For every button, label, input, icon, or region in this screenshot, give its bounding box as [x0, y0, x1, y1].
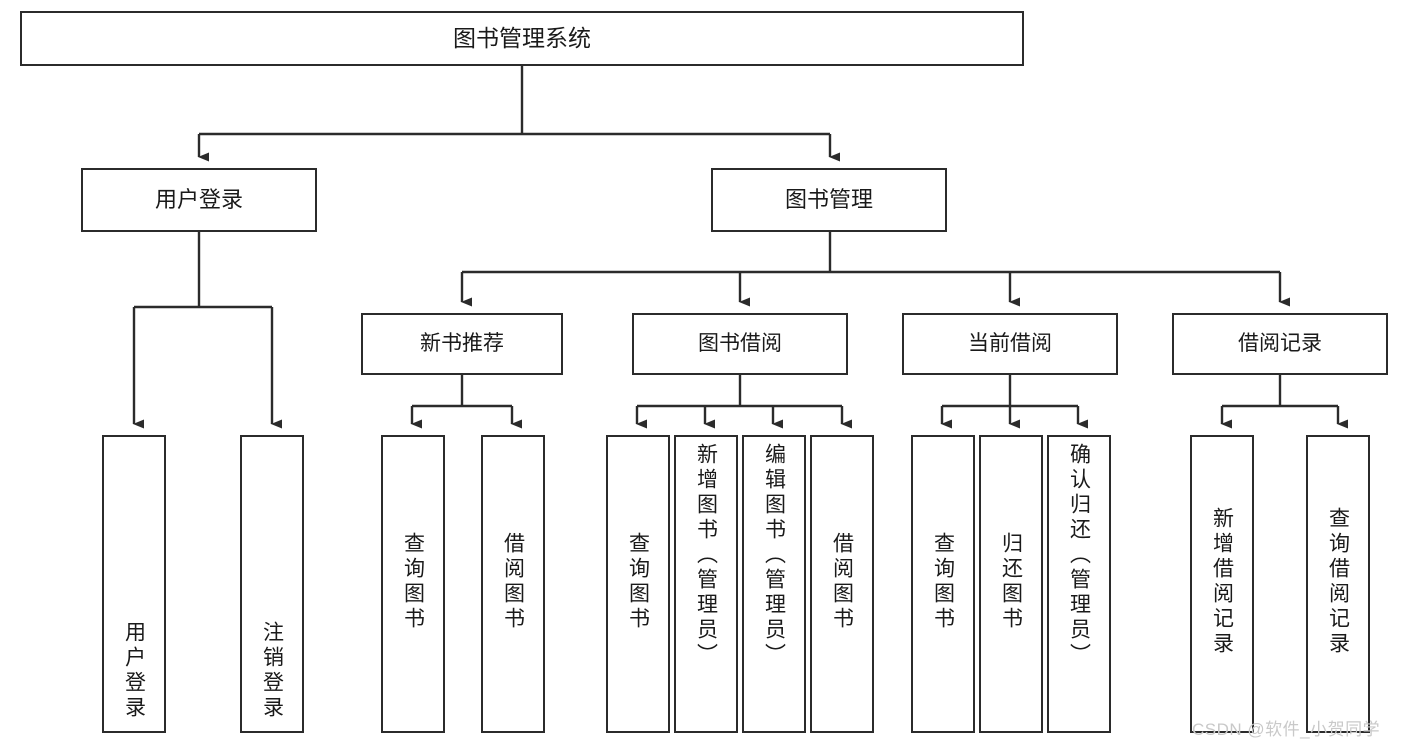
leaf-query-borrow-record[interactable]: 查询借阅记录 — [1306, 435, 1370, 733]
node-current-borrow-label: 当前借阅 — [968, 331, 1052, 355]
node-book-management[interactable]: 图书管理 — [711, 168, 947, 232]
leaf-logout[interactable]: 注销登录 — [240, 435, 304, 733]
node-book-management-label: 图书管理 — [784, 187, 873, 213]
leaf-query-book-recommend[interactable]: 查询图书 — [381, 435, 445, 733]
leaf-query-book-recommend-label: 查询图书 — [401, 532, 425, 632]
leaf-edit-book-admin-label: 编辑图书（管理员） — [762, 443, 786, 668]
node-root[interactable]: 图书管理系统 — [20, 11, 1024, 66]
leaf-return-book-label: 归还图书 — [999, 532, 1023, 632]
leaf-add-borrow-record-label: 新增借阅记录 — [1210, 507, 1234, 657]
node-borrow-record-label: 借阅记录 — [1238, 331, 1322, 355]
leaf-borrow-book-recommend-label: 借阅图书 — [501, 532, 525, 632]
node-current-borrow[interactable]: 当前借阅 — [902, 313, 1118, 375]
leaf-confirm-return-admin[interactable]: 确认归还（管理员） — [1047, 435, 1111, 733]
leaf-borrow-book-borrow-label: 借阅图书 — [830, 532, 854, 632]
leaf-return-book[interactable]: 归还图书 — [979, 435, 1043, 733]
node-user-login[interactable]: 用户登录 — [81, 168, 317, 232]
node-root-label: 图书管理系统 — [453, 25, 591, 52]
leaf-edit-book-admin[interactable]: 编辑图书（管理员） — [742, 435, 806, 733]
node-new-book-recommend[interactable]: 新书推荐 — [361, 313, 563, 375]
leaf-logout-label: 注销登录 — [260, 621, 284, 721]
watermark: CSDN @软件_小贺同学 — [1192, 720, 1381, 739]
leaf-user-login[interactable]: 用户登录 — [102, 435, 166, 733]
leaf-confirm-return-admin-label: 确认归还（管理员） — [1067, 443, 1091, 668]
node-book-borrow-label: 图书借阅 — [698, 331, 782, 355]
leaf-borrow-book-recommend[interactable]: 借阅图书 — [481, 435, 545, 733]
node-user-login-label: 用户登录 — [154, 187, 243, 213]
leaf-query-book-borrow[interactable]: 查询图书 — [606, 435, 670, 733]
leaf-query-book-current-label: 查询图书 — [931, 532, 955, 632]
leaf-query-book-borrow-label: 查询图书 — [626, 532, 650, 632]
leaf-borrow-book-borrow[interactable]: 借阅图书 — [810, 435, 874, 733]
leaf-add-borrow-record[interactable]: 新增借阅记录 — [1190, 435, 1254, 733]
leaf-query-book-current[interactable]: 查询图书 — [911, 435, 975, 733]
leaf-add-book-admin[interactable]: 新增图书（管理员） — [674, 435, 738, 733]
leaf-query-borrow-record-label: 查询借阅记录 — [1326, 507, 1350, 657]
leaf-user-login-label: 用户登录 — [122, 621, 146, 721]
node-borrow-record[interactable]: 借阅记录 — [1172, 313, 1388, 375]
leaf-add-book-admin-label: 新增图书（管理员） — [694, 443, 718, 668]
node-book-borrow[interactable]: 图书借阅 — [632, 313, 848, 375]
node-new-book-recommend-label: 新书推荐 — [420, 331, 504, 355]
